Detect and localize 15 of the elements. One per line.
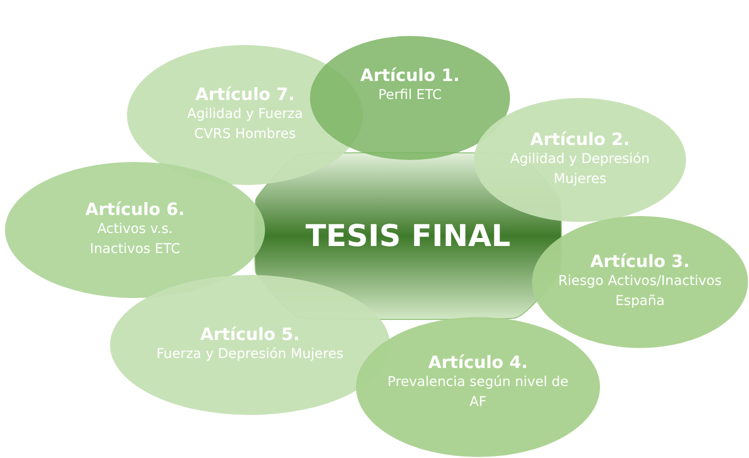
article-topic: Prevalencia según nivel de AF (386, 373, 570, 412)
article-topic: Perfil ETC (378, 86, 442, 106)
article-heading: Artículo 3. (590, 252, 690, 272)
article-heading: Artículo 6. (85, 200, 185, 220)
article-topic: Fuerza y Depresión Mujeres (156, 345, 344, 364)
article-heading: Artículo 2. (530, 130, 630, 150)
article-topic: Agilidad y Depresión Mujeres (509, 150, 651, 189)
article-topic: Activos v.s. Inactivos ETC (88, 220, 182, 259)
article-topic: Riesgo Activos/Inactivos España (557, 272, 723, 311)
center-title: TESIS FINAL (306, 218, 510, 254)
article-heading: Artículo 7. (195, 85, 295, 106)
article-heading: Artículo 1. (360, 66, 460, 86)
article-topic: Agilidad y Fuerza CVRS Hombres (186, 105, 304, 144)
article-heading: Artículo 4. (428, 353, 528, 374)
article-heading: Artículo 5. (200, 325, 300, 346)
